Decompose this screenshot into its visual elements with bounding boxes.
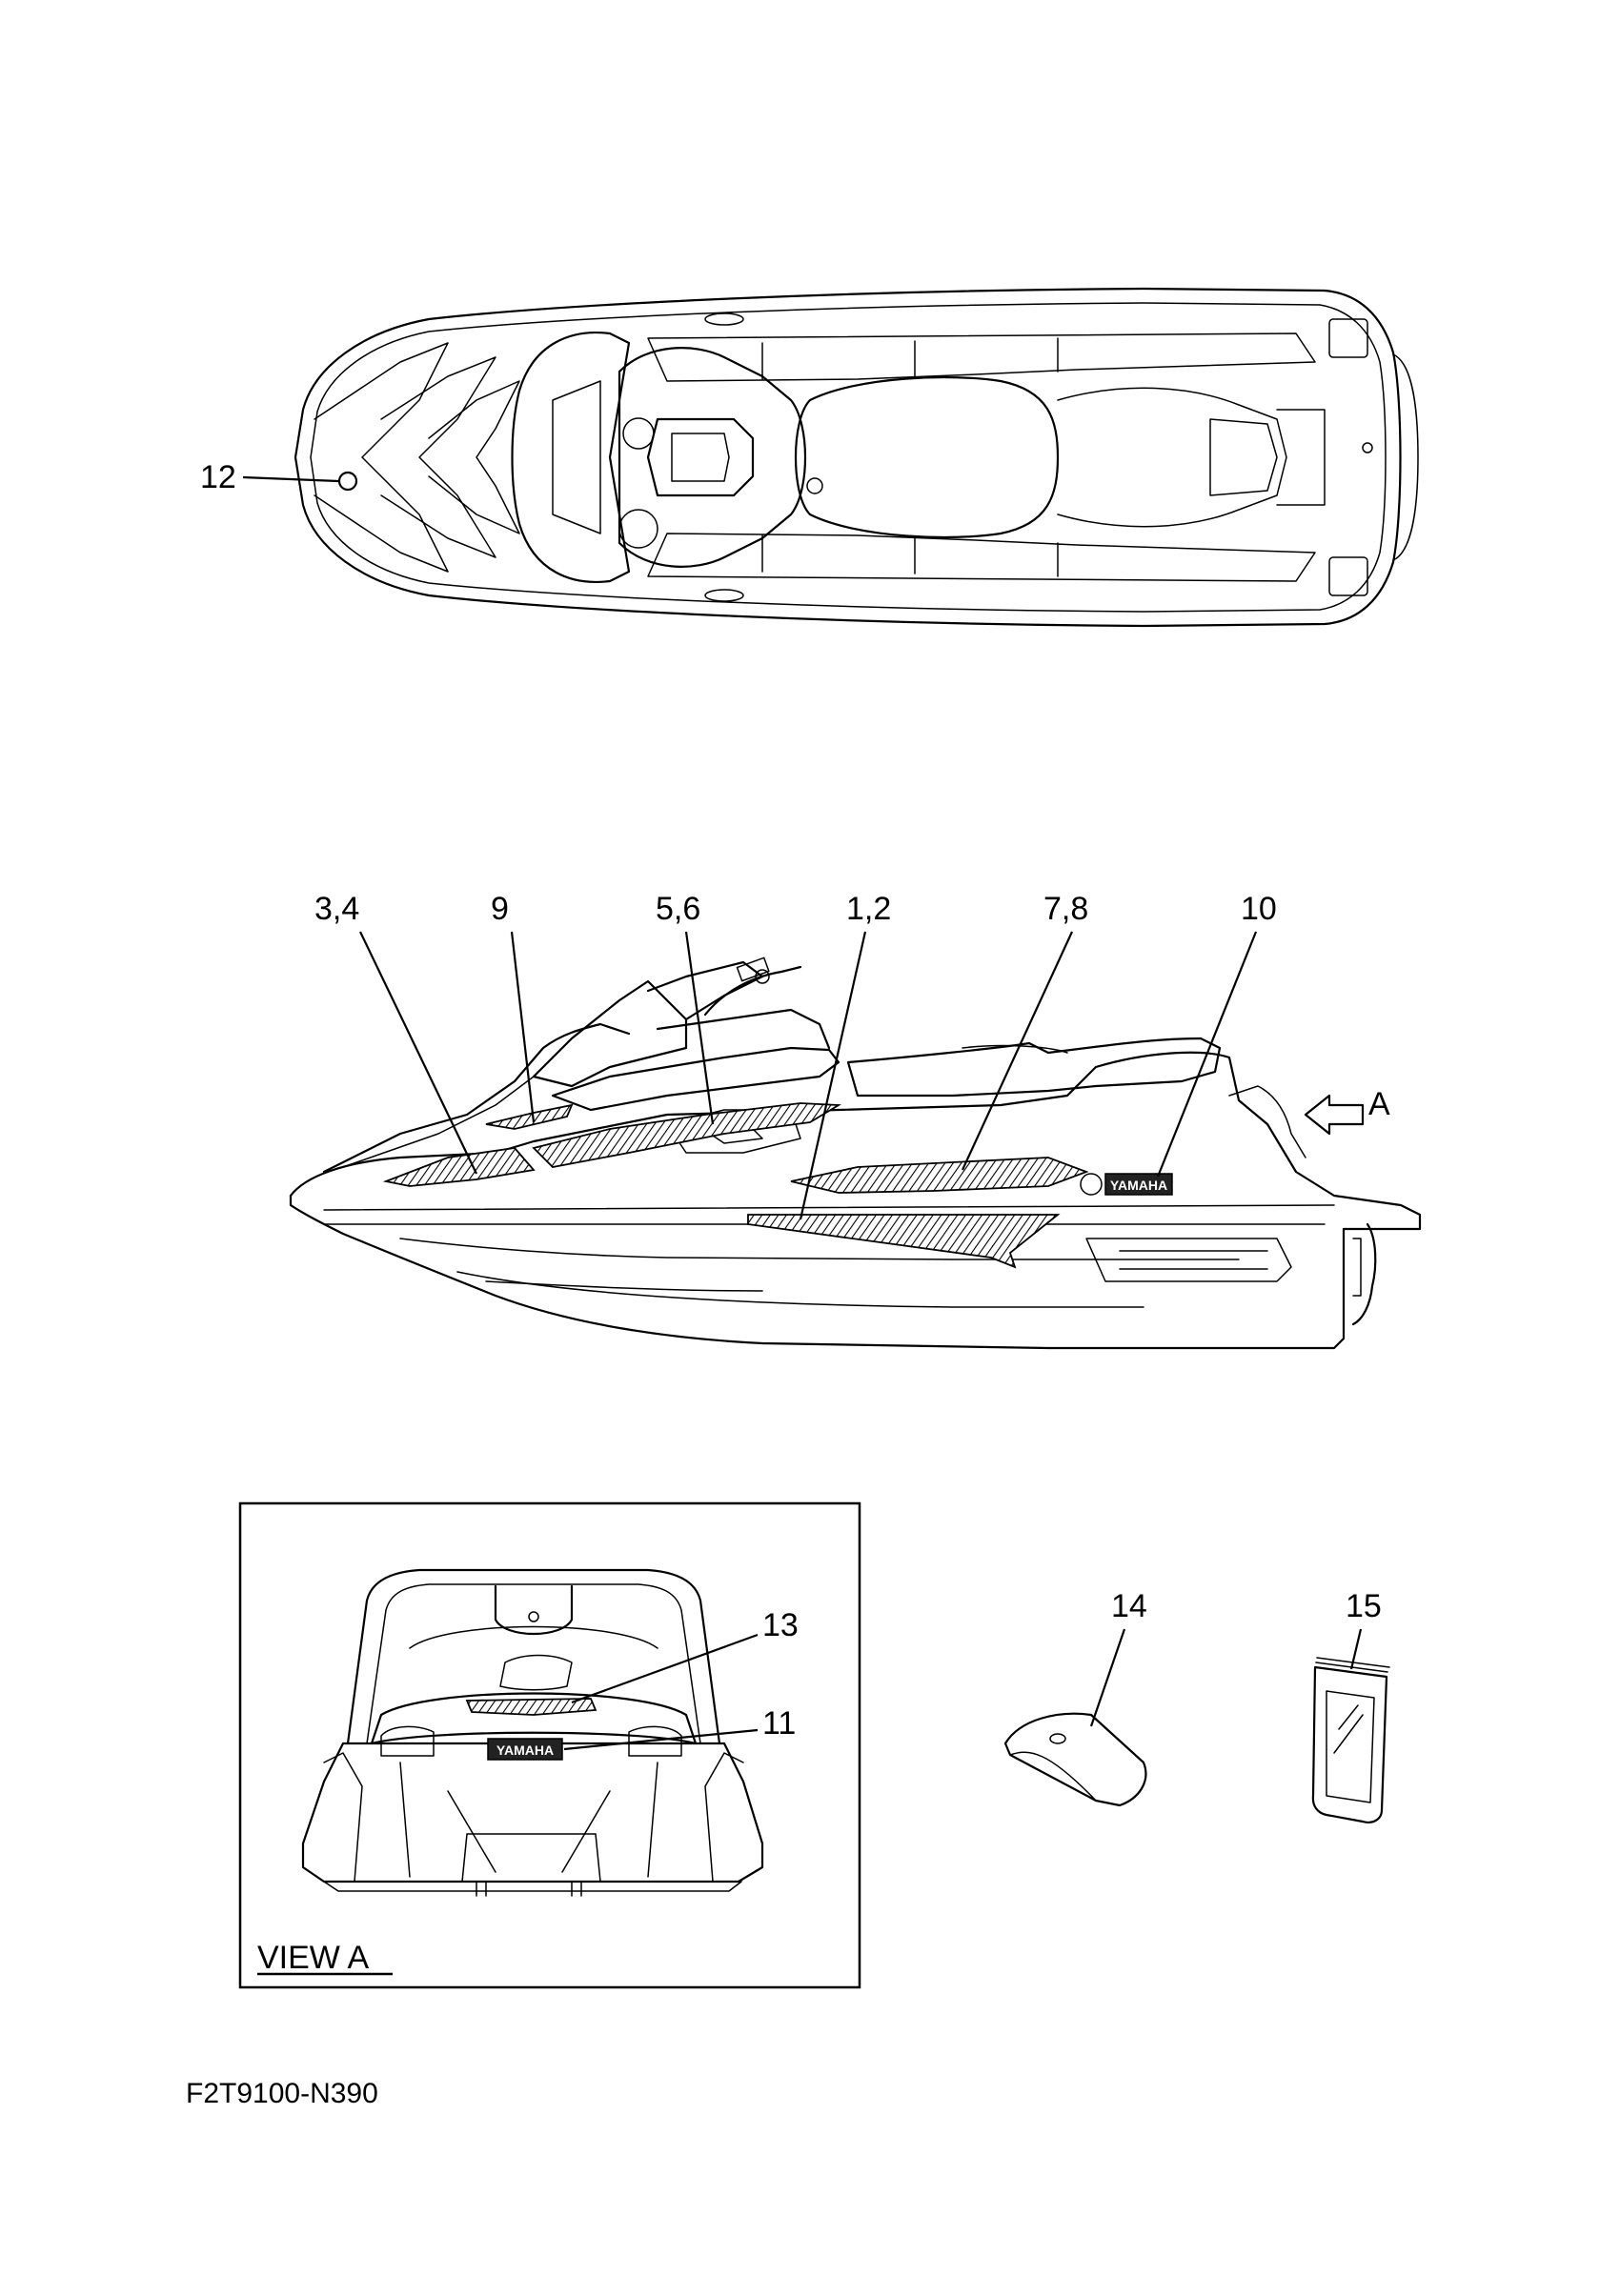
decal-11 <box>487 1738 563 1761</box>
callout-15: 15 <box>1346 1588 1382 1624</box>
callout-5-6: 5,6 <box>656 891 700 927</box>
leader-14 <box>1089 1628 1126 1727</box>
leader-7-8 <box>962 931 1073 1171</box>
callout-14: 14 <box>1111 1588 1147 1624</box>
callout-7-8: 7,8 <box>1043 891 1088 927</box>
item-14-card <box>1003 1712 1147 1807</box>
callout-A: A <box>1368 1086 1390 1122</box>
callout-3-4: 3,4 <box>314 891 359 927</box>
rear-view-watercraft: YAMAHA <box>301 1568 764 1897</box>
yamaha-emblem-icon <box>1080 1173 1103 1196</box>
decal-11-brand: YAMAHA <box>496 1742 554 1758</box>
decal-5-6 <box>532 1102 842 1168</box>
decal-1-2 <box>747 1214 1061 1269</box>
leader-10 <box>1156 931 1258 1178</box>
drawing-code: F2T9100-N390 <box>186 2078 378 2109</box>
leader-11 <box>563 1728 759 1751</box>
callout-1-2: 1,2 <box>846 891 891 927</box>
leader-1-2 <box>799 931 867 1220</box>
leader-13 <box>571 1633 759 1704</box>
view-arrow-icon <box>1304 1094 1365 1136</box>
decal-10-brand: YAMAHA <box>1110 1178 1167 1193</box>
decal-9 <box>485 1103 574 1130</box>
item-15-manual-pouch <box>1311 1657 1390 1823</box>
leader-12 <box>242 475 339 483</box>
leader-3-4 <box>359 931 477 1175</box>
decal-3-4 <box>382 1147 536 1187</box>
callout-10: 10 <box>1241 891 1277 927</box>
callout-11: 11 <box>762 1705 796 1742</box>
decal-7-8 <box>790 1157 1089 1194</box>
callout-12: 12 <box>200 459 236 495</box>
callout-13: 13 <box>762 1607 799 1643</box>
view-a-frame <box>238 1501 861 1989</box>
decal-10 <box>1104 1173 1173 1196</box>
view-a-label: VIEW A <box>257 1940 369 1976</box>
leader-9 <box>510 931 536 1123</box>
leader-5-6 <box>684 931 715 1125</box>
leader-15 <box>1349 1628 1363 1670</box>
side-view-watercraft: YAMAHA <box>289 957 1422 1350</box>
callout-9: 9 <box>491 891 509 927</box>
decal-13 <box>465 1698 597 1716</box>
top-view-watercraft <box>294 287 1419 628</box>
